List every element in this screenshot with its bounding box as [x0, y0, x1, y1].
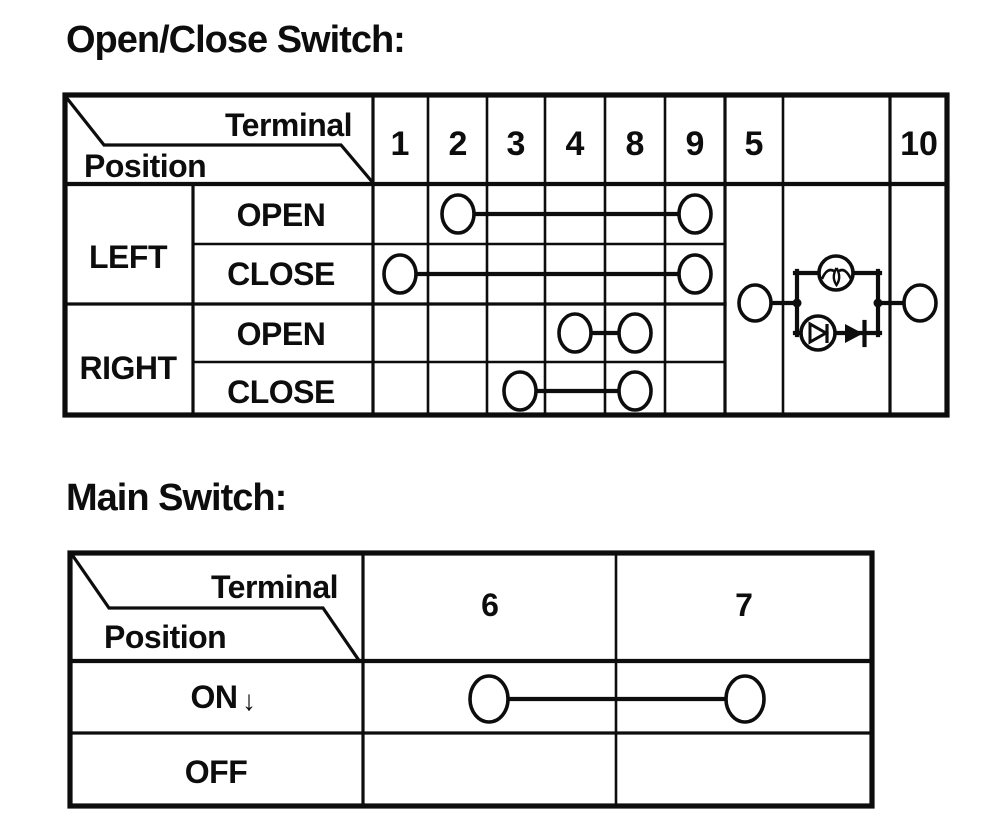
- contact-circle: [677, 253, 713, 295]
- contact-circle: [617, 370, 653, 412]
- terminal-column-label: 7: [735, 587, 753, 623]
- diode-triangle: [845, 324, 863, 343]
- position-header-label: Position: [104, 619, 226, 655]
- group-label-left: LEFT: [89, 239, 168, 275]
- contact-circle: [902, 283, 938, 323]
- bulb-filament: [838, 268, 853, 280]
- led-icon: [799, 314, 837, 352]
- bulb-filament: [832, 267, 841, 288]
- terminal-column-label: 10: [900, 125, 938, 163]
- terminal-column-label: 6: [481, 587, 499, 623]
- bulb-icon: [817, 254, 855, 292]
- header-diagonal-divider: [63, 94, 377, 187]
- lamp-circuit: [737, 254, 938, 352]
- contact-circle: [502, 370, 538, 412]
- contact-circle: [468, 674, 510, 724]
- terminal-column-label: 1: [391, 125, 410, 163]
- terminal-column-label: 2: [449, 125, 468, 163]
- contact-circle: [440, 193, 476, 235]
- connection-right-open: [557, 312, 653, 354]
- row-label: CLOSE: [227, 374, 335, 410]
- group-label-right: RIGHT: [79, 350, 177, 386]
- terminal-column-label: 4: [566, 125, 585, 163]
- row-label-off: OFF: [185, 754, 247, 790]
- junction-dot: [792, 298, 802, 308]
- contact-circle: [382, 253, 418, 295]
- main-switch-table: Terminal Position 6 7 ON ↓ OFF: [67, 550, 875, 809]
- down-arrow-mark: ↓: [242, 685, 256, 716]
- terminal-column-label: 8: [626, 125, 645, 163]
- connection-on: [468, 674, 766, 724]
- header-diagonal-divider: [70, 553, 361, 662]
- connection-left-open: [440, 193, 713, 235]
- connection-left-close: [382, 253, 713, 295]
- main-switch-title: Main Switch:: [66, 477, 286, 519]
- table-frame: [62, 92, 950, 418]
- terminal-column-label: 9: [686, 125, 705, 163]
- terminal-column-label: 5: [745, 125, 764, 163]
- row-label-on: ON: [191, 679, 238, 715]
- open-close-switch-table: Terminal Position 1 2 3 4 8 9 5 10 LEFT …: [62, 92, 950, 418]
- contact-circle: [557, 312, 593, 354]
- contact-circle: [724, 674, 766, 724]
- led-triangle: [808, 321, 830, 345]
- terminal-column-label: 3: [507, 125, 526, 163]
- contact-circle: [737, 283, 773, 323]
- open-close-switch-title: Open/Close Switch:: [66, 19, 405, 61]
- table-frame: [67, 550, 875, 809]
- junction-dot: [873, 298, 883, 308]
- connection-right-close: [502, 370, 653, 412]
- terminal-header-label: Terminal: [225, 107, 352, 143]
- bulb-filament: [820, 268, 835, 280]
- contact-circle: [677, 193, 713, 235]
- row-label: OPEN: [237, 316, 326, 352]
- row-label: CLOSE: [227, 256, 335, 292]
- position-header-label: Position: [84, 148, 206, 184]
- bulb-outline: [817, 254, 855, 292]
- row-label: OPEN: [237, 197, 326, 233]
- contact-circle: [617, 312, 653, 354]
- terminal-header-label: Terminal: [211, 569, 338, 605]
- diode-icon: [845, 319, 867, 348]
